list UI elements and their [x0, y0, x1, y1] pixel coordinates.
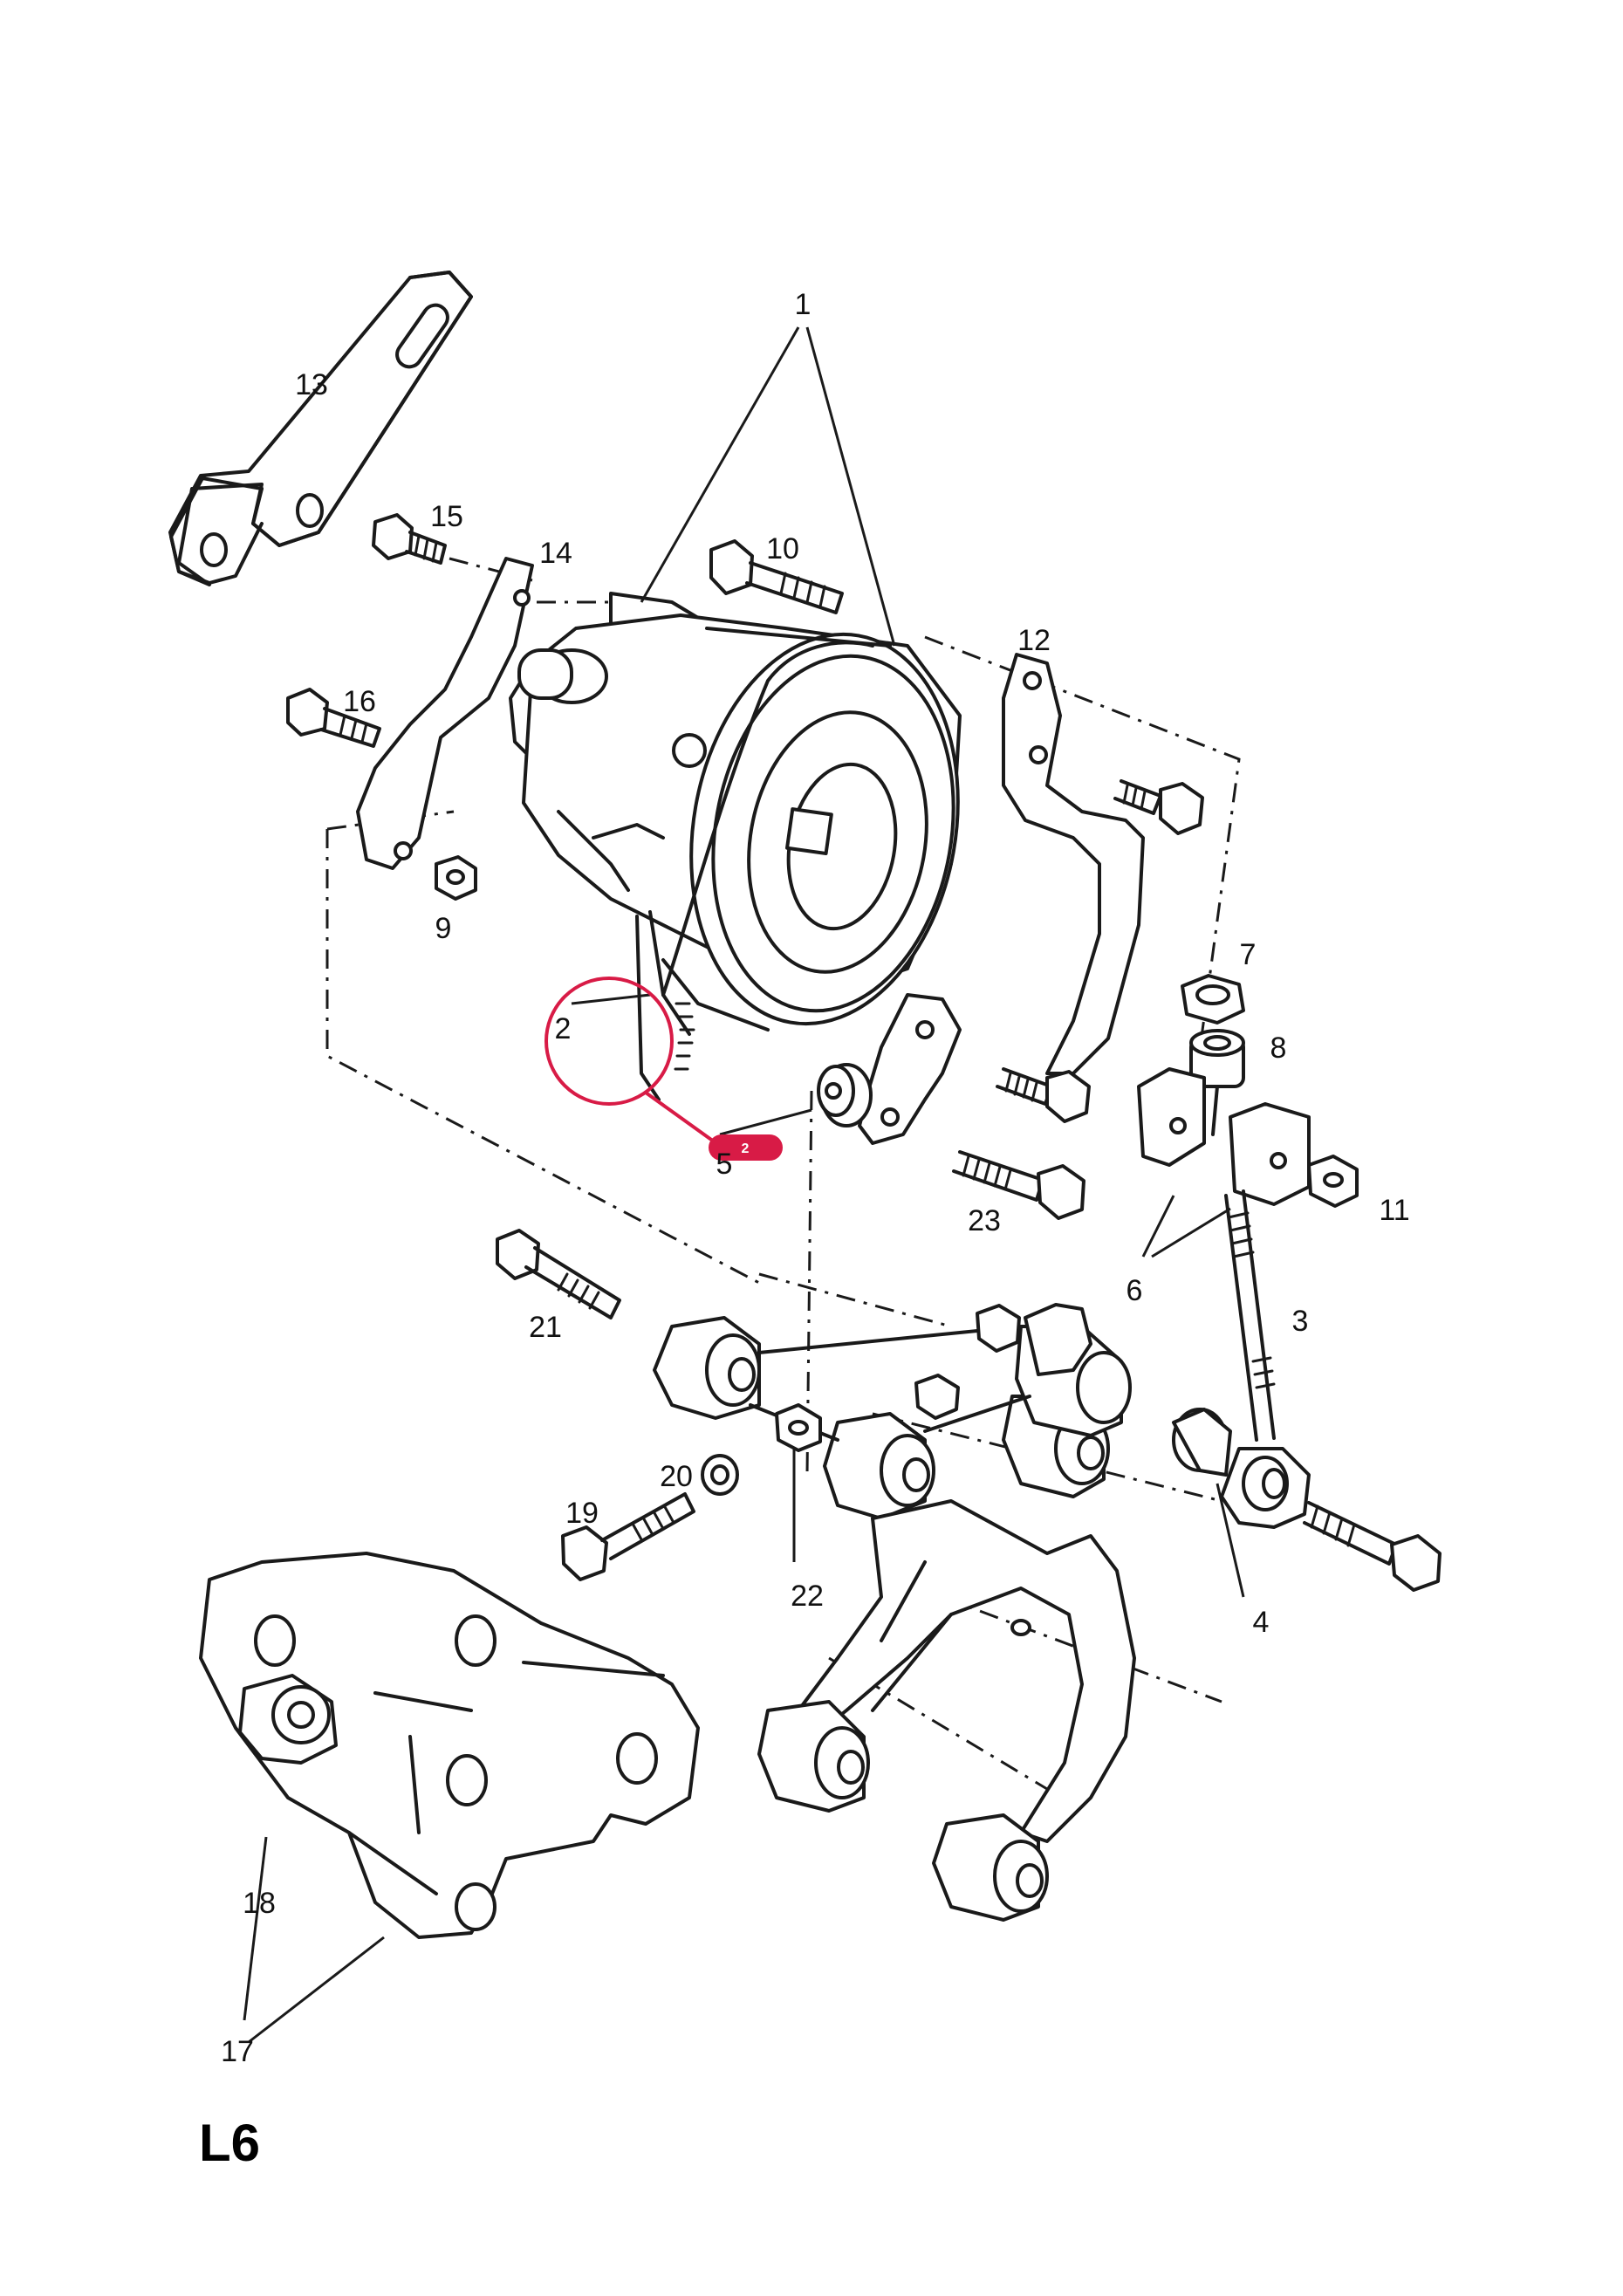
callout-21: 21	[529, 1311, 562, 1344]
callout-18: 18	[243, 1887, 276, 1920]
compressor-part-1	[509, 592, 962, 1031]
bushing-assembly	[653, 1303, 1132, 1520]
callout-12: 12	[1017, 624, 1051, 657]
nut-part-22	[775, 1304, 1021, 1452]
nut-part-7	[1181, 974, 1245, 1025]
nut-part-9	[435, 855, 477, 901]
highlight-badge[interactable]	[709, 1134, 783, 1161]
highlight-marker[interactable]: 2	[544, 977, 783, 1161]
bolt-part-21	[496, 1229, 621, 1319]
bolt-part-15	[372, 513, 447, 565]
callout-2: 2	[555, 1012, 572, 1045]
callout-labels: 1 2 3 4 5 6 7 8 9 10 11 12 13 14 15 16 1…	[221, 288, 1410, 2068]
callout-17: 17	[221, 2035, 254, 2068]
bushing-part-18	[238, 1674, 338, 1765]
belt-part-2	[635, 641, 874, 1101]
callout-15: 15	[430, 500, 463, 533]
mount-part-17	[199, 1552, 700, 1939]
bolt-upper-right	[1113, 779, 1204, 835]
callout-9: 9	[435, 912, 452, 945]
callout-7: 7	[1240, 938, 1257, 971]
bolt-part-16	[286, 688, 381, 748]
nut-part-11	[1307, 1155, 1359, 1208]
highlight-badge-label: 2	[742, 1141, 750, 1156]
highlight-circle	[544, 977, 674, 1106]
eye-end-part-4	[1172, 1408, 1442, 1592]
callout-1: 1	[795, 288, 812, 321]
rod-part-3	[1224, 1189, 1276, 1442]
callout-10: 10	[766, 532, 799, 565]
bracket-part-12	[1002, 653, 1145, 1075]
bolt-middle	[996, 1067, 1091, 1123]
callout-4: 4	[1253, 1606, 1270, 1639]
highlight-leader	[644, 1091, 716, 1143]
callout-8: 8	[1270, 1031, 1287, 1065]
callout-13: 13	[295, 368, 328, 401]
bolt-part-23	[952, 1150, 1085, 1220]
callout-11: 11	[1379, 1194, 1409, 1227]
washer-part-20	[701, 1454, 739, 1496]
callout-23: 23	[968, 1204, 1001, 1237]
callout-22: 22	[791, 1580, 824, 1613]
spacer-part-8	[1189, 1029, 1245, 1088]
lower-arm	[757, 1499, 1136, 1922]
callout-16: 16	[343, 685, 376, 718]
lower-bracket	[817, 993, 962, 1145]
callout-5: 5	[716, 1148, 733, 1181]
callout-3: 3	[1292, 1305, 1309, 1338]
page-code: L6	[199, 2114, 260, 2172]
leader-lines	[243, 326, 1245, 2044]
callout-14: 14	[539, 537, 572, 570]
callout-6: 6	[1127, 1274, 1143, 1307]
assembly-dash-lines	[325, 557, 1241, 1791]
plate-part-14	[356, 557, 534, 870]
bolt-part-19	[561, 1492, 695, 1581]
bracket-part-13	[168, 271, 473, 586]
callout-20: 20	[660, 1460, 693, 1493]
callout-19: 19	[565, 1497, 599, 1530]
clamp-part-6	[1137, 1067, 1311, 1206]
bolt-part-10	[709, 539, 844, 614]
